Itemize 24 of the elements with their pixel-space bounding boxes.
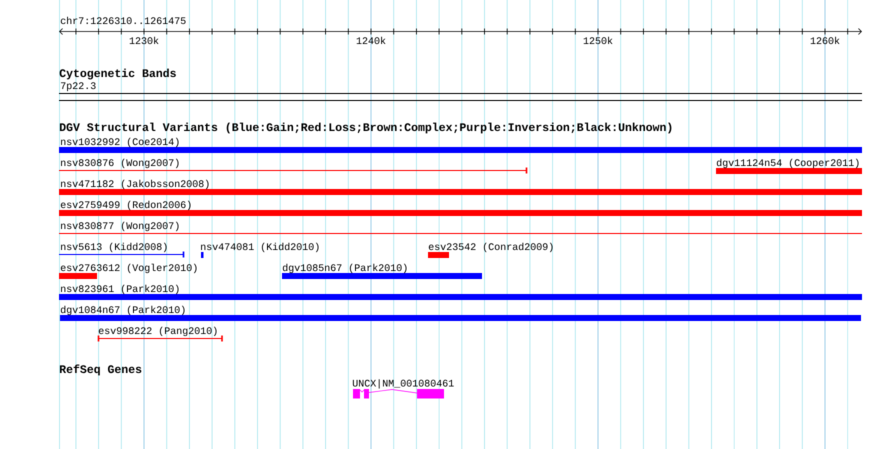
variant-label: dgv1085n67 (Park2010) xyxy=(282,264,407,274)
track-title: Cytogenetic Bands xyxy=(60,68,176,80)
variant-label: nsv1032992 (Coe2014) xyxy=(61,138,179,148)
variant-label: esv998222 (Pang2010) xyxy=(98,326,217,336)
variant-label: nsv471182 (Jakobsson2008) xyxy=(61,180,209,190)
tick-label: 1230k xyxy=(130,36,158,44)
variant-label: esv2763612 (Vogler2010) xyxy=(60,264,197,274)
variant-label: nsv823961 (Park2010) xyxy=(61,284,179,294)
variant-label: nsv830877 (Wong2007) xyxy=(61,222,179,232)
gene-label: UNCX|NM_001080461 xyxy=(352,379,454,389)
variant-label: esv23542 (Conrad2009) xyxy=(428,242,553,252)
band-label: 7p22.3 xyxy=(60,82,96,92)
variant-label: nsv474081 (Kidd2010) xyxy=(201,242,319,252)
variant-label: dgv11124n54 (Cooper2011) xyxy=(716,158,859,168)
tick-label: 1240k xyxy=(356,36,386,44)
tick-label: 1250k xyxy=(584,36,612,44)
variant-label: esv2759499 (Redon2006) xyxy=(60,200,191,210)
tick-label: 1260k xyxy=(810,36,840,44)
variant-label: nsv830876 (Wong2007) xyxy=(61,158,179,168)
track-title: RefSeq Genes xyxy=(60,364,142,376)
variant-label: nsv5613 (Kidd2008) xyxy=(61,242,167,252)
track-title: DGV Structural Variants (Blue:Gain;Red:Loss;Brown:Complex;Purple:Inversion;Black:Unknown) xyxy=(60,122,672,134)
variant-label: dgv1084n67 (Park2010) xyxy=(60,306,185,316)
region-label: chr7:1226310..1261475 xyxy=(60,16,186,24)
